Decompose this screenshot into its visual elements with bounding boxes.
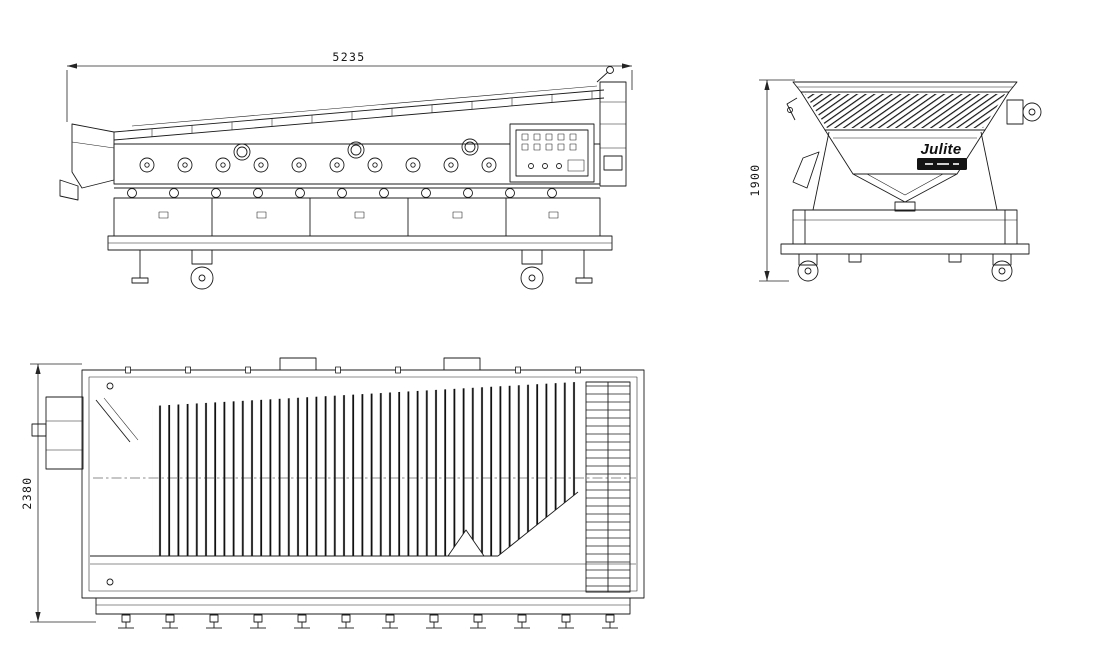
- dimension-horizontal-overall-length: 5235: [66, 50, 633, 122]
- dimension-vertical-overall-width: 2380: [20, 363, 96, 623]
- feed-inlet-chute: [71, 123, 115, 189]
- control-panel: [509, 123, 595, 183]
- caster-wheel-left: [797, 260, 819, 282]
- dimension-vertical-overall-height: 1900: [748, 79, 795, 282]
- plan-view: 2380: [18, 342, 668, 642]
- brand-logo: Julite: [921, 141, 962, 158]
- motor-mount: [1006, 99, 1024, 125]
- top-clamp: [443, 357, 481, 371]
- dimension-label-width: 2380: [20, 476, 34, 509]
- end-elevation-view: 1900: [745, 62, 1065, 302]
- support-foot: [948, 253, 962, 263]
- mounting-feet-row: [117, 614, 619, 629]
- feed-spout: [59, 179, 79, 201]
- dimension-label-height: 1900: [748, 163, 762, 196]
- lifting-eye: [606, 66, 614, 74]
- feed-chute: [31, 396, 84, 470]
- side-chute: [792, 151, 820, 189]
- dimension-label-length: 5235: [332, 50, 365, 64]
- caster-wheel-right: [991, 260, 1013, 282]
- drive-motor: [1022, 102, 1042, 122]
- flow-triangle-marker: [447, 529, 485, 557]
- side-elevation-machine: [59, 66, 627, 290]
- side-elevation-view: 5235: [52, 32, 652, 302]
- leveling-foot-right: [575, 277, 593, 284]
- access-doors: [113, 197, 601, 237]
- discharge-spout: [894, 201, 916, 212]
- plan-view-machine: [31, 357, 645, 629]
- caster-wheel-right: [520, 266, 544, 290]
- bottom-frame: [95, 597, 631, 615]
- end-elevation-machine: Julite: [780, 81, 1042, 282]
- handwheel-row: [139, 157, 497, 173]
- dim-arrow-right: [622, 63, 632, 69]
- base-frame: [780, 209, 1030, 255]
- dim-arrow-top: [35, 364, 41, 374]
- dim-arrow-left: [67, 63, 77, 69]
- discharge-funnel: [852, 173, 958, 203]
- screen-deck-slats: [152, 382, 630, 592]
- deck-body: [113, 143, 601, 185]
- caster-wheel-left: [190, 266, 214, 290]
- dim-arrow-bottom: [764, 271, 770, 281]
- discharge-end-housing: [599, 81, 627, 187]
- base-frame: [107, 235, 613, 290]
- dim-arrow-bottom: [35, 612, 41, 622]
- dim-arrow-top: [764, 80, 770, 90]
- support-foot: [848, 253, 862, 263]
- hopper-screen-hatch: [805, 94, 1005, 128]
- top-clamp: [279, 357, 317, 371]
- wheels: [797, 253, 1013, 282]
- leveling-foot-left: [131, 277, 149, 284]
- knob-row: [127, 188, 557, 198]
